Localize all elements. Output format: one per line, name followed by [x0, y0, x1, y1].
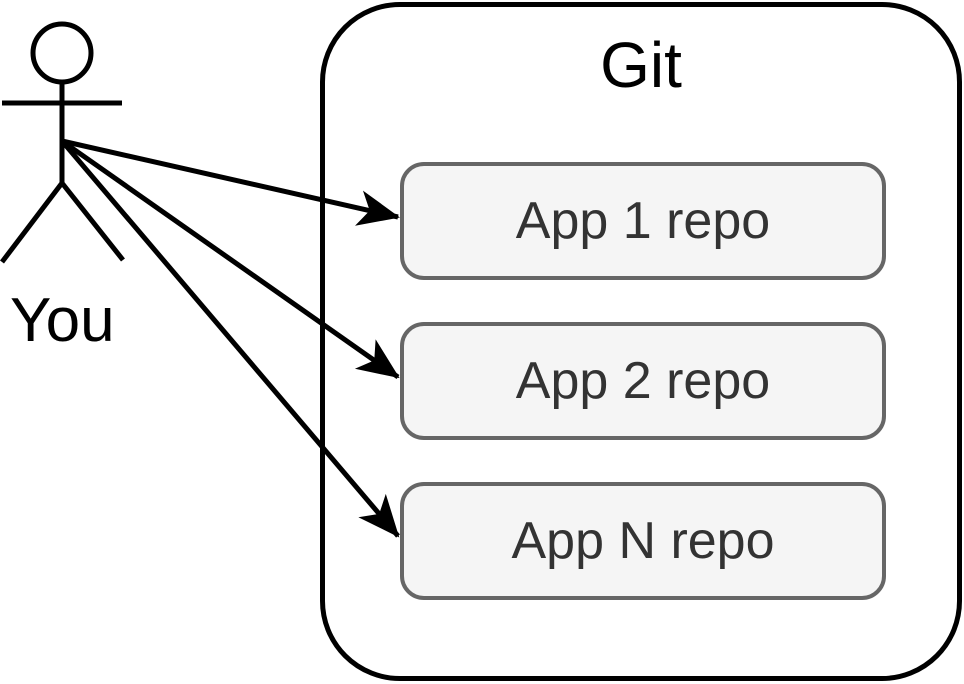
actor-left-leg: [0, 181, 64, 264]
actor-label: You: [10, 286, 115, 355]
repo-box-app-1-label: App 1 repo: [515, 192, 771, 250]
repo-box-app-1: App 1 repo: [400, 162, 886, 280]
stick-figure-icon: [0, 21, 125, 264]
repo-box-app-n: App N repo: [400, 482, 886, 600]
repo-box-app-2: App 2 repo: [400, 322, 886, 440]
actor-head: [30, 21, 94, 85]
repo-box-app-n-label: App N repo: [511, 512, 775, 570]
actor-right-leg: [60, 181, 125, 262]
git-container-title: Git: [600, 29, 682, 101]
repo-box-app-2-label: App 2 repo: [515, 352, 771, 410]
